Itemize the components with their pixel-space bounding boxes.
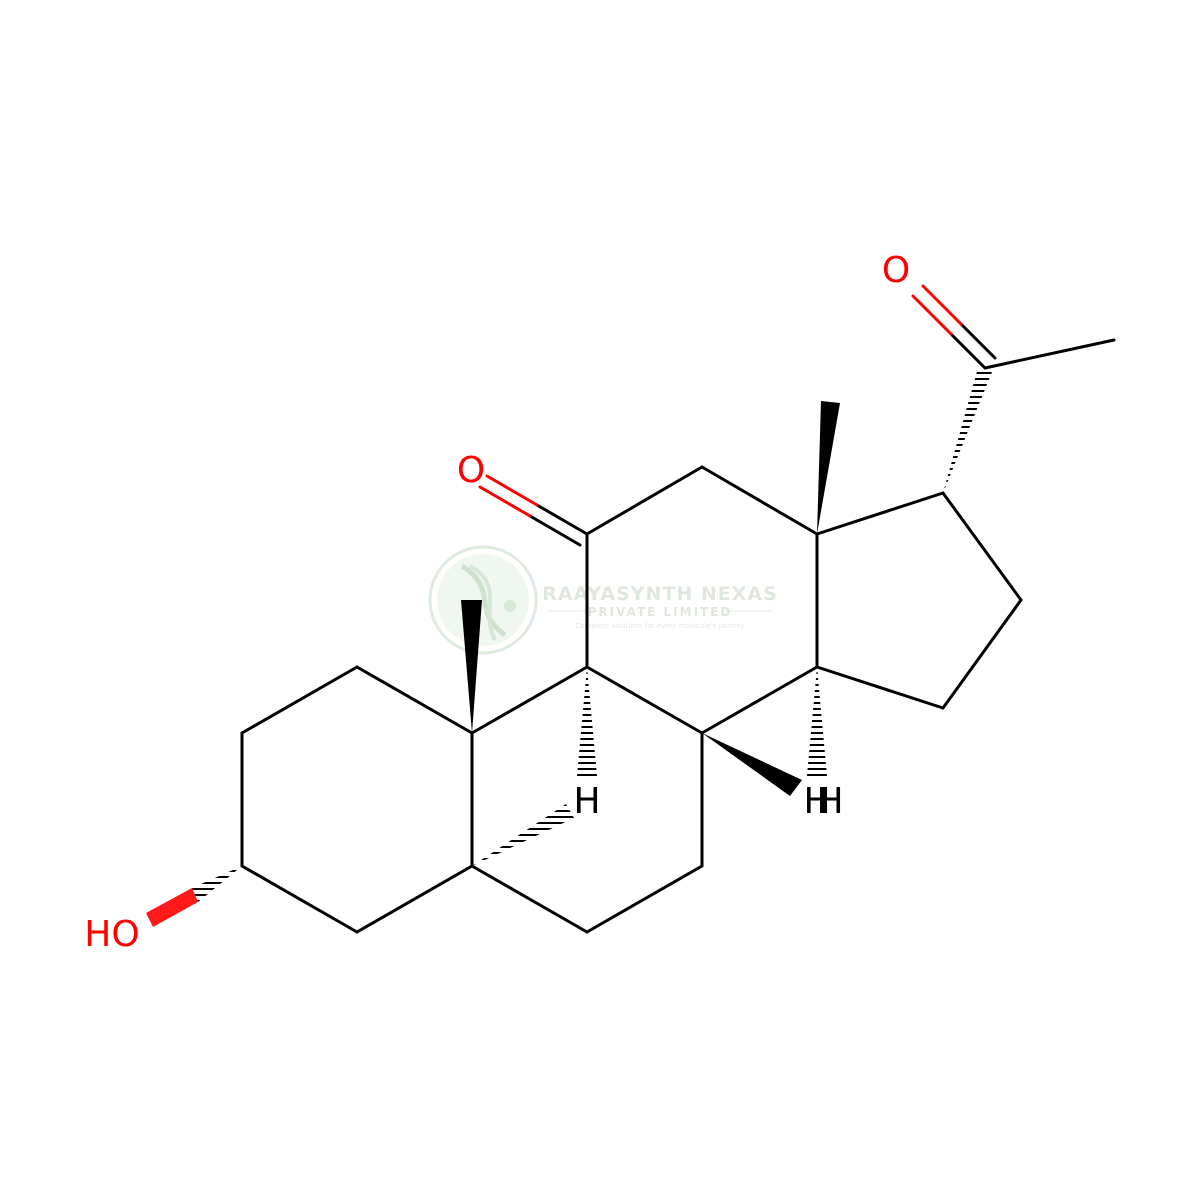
- hash-bond-c3-oh-red: [146, 888, 198, 927]
- bond-c20-o-b-black: [959, 322, 997, 360]
- watermark-company: RAAYASYNTH NEXAS: [542, 583, 778, 605]
- hash-bond-c3-oh-black: [192, 866, 242, 902]
- bond-c20-c21: [983, 338, 1116, 370]
- atom-h-c8: H: [803, 781, 830, 822]
- bond-c20-o-b-red: [921, 284, 963, 326]
- bond-c9-c8: [585, 665, 704, 735]
- bond-c4-c5: [355, 864, 474, 934]
- bond-c20-o-a-red: [911, 294, 953, 336]
- watermark-tagline: Complete solutions for every molecule's …: [575, 622, 744, 630]
- bond-c14-c8: [700, 665, 819, 735]
- bond-c11-o-b-black: [528, 514, 582, 547]
- atom-h-c14: H: [816, 781, 843, 822]
- watermark-subtitle: PRIVATE LIMITED: [588, 605, 733, 619]
- bond-c15-c14: [815, 665, 945, 710]
- bond-c16-c15: [941, 598, 1023, 710]
- hash-bond-c9-h: [577, 667, 597, 776]
- bond-c11-o-a-black: [535, 503, 589, 536]
- atom-o-c20: O: [882, 250, 910, 291]
- company-watermark: RAAYASYNTH NEXAS PRIVATE LIMITED Complet…: [428, 545, 778, 655]
- atom-hydroxyl: HO: [84, 914, 139, 955]
- bond-c10-c9: [470, 665, 589, 735]
- bond-c17-c16: [941, 491, 1023, 602]
- bond-c7-c6: [585, 864, 704, 934]
- hash-bond-c17-c20: [943, 368, 992, 493]
- bond-c13-c17: [815, 491, 945, 536]
- bond-c11-c12: [585, 465, 704, 536]
- hash-bond-c5-h: [472, 804, 574, 866]
- atom-o-c11: O: [457, 450, 485, 491]
- bond-c6-c5: [470, 864, 589, 934]
- bond-c11-o-a-red: [485, 474, 539, 507]
- hash-bond-c14-h: [807, 667, 827, 776]
- wedge-bond-c10-methyl: [461, 600, 482, 733]
- bond-c10-c1: [355, 665, 474, 735]
- bond-c3-c4: [240, 864, 359, 934]
- bond-c11-o-b-red: [478, 485, 532, 518]
- dna-helix-logo-icon: [428, 545, 538, 655]
- atom-h-c9: H: [573, 781, 600, 822]
- bond-c1-c2: [240, 665, 359, 735]
- wedge-bond-c13-methyl: [817, 401, 840, 534]
- wedge-bond-c8-h: [702, 733, 802, 796]
- bond-c12-c13: [700, 465, 819, 536]
- bond-c20-o-a-black: [949, 332, 987, 370]
